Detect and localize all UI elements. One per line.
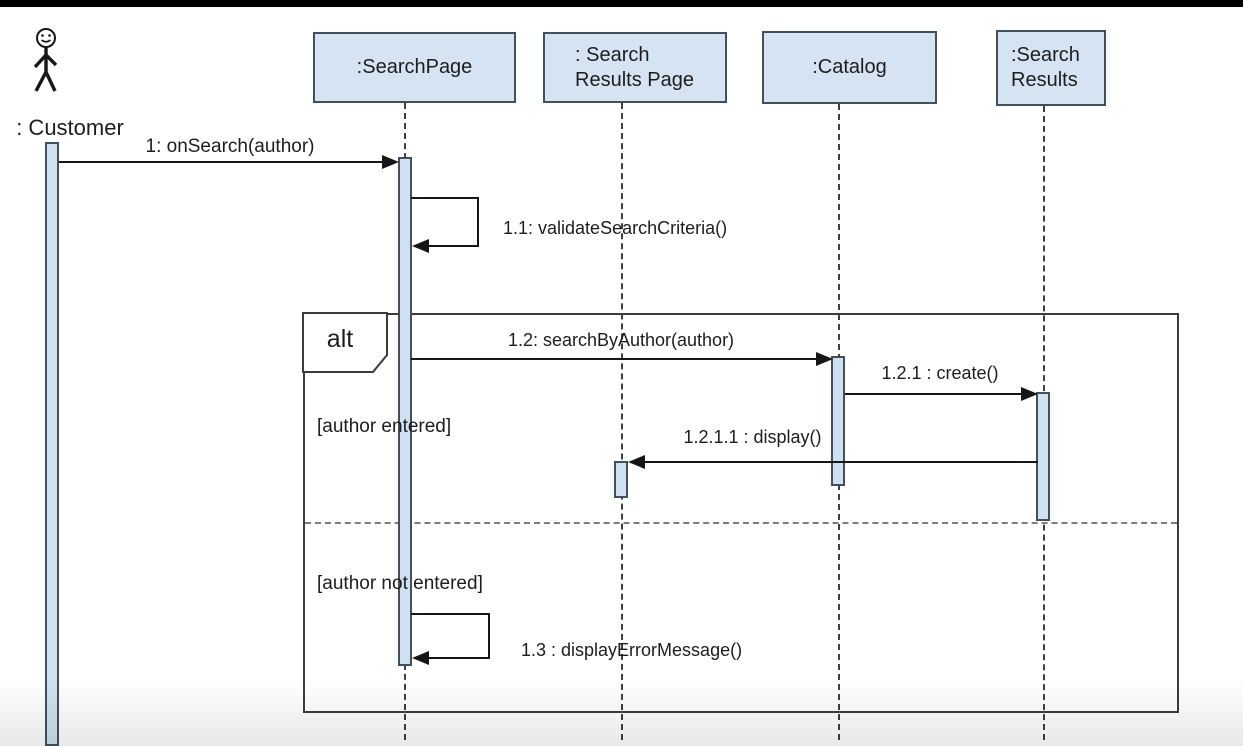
message-1-3-loop-top [411, 613, 490, 615]
activation-search-results-page [614, 461, 628, 498]
message-1-2-1-label: 1.2.1 : create() [881, 363, 999, 383]
message-1-line [59, 161, 384, 163]
alt-operator-pentagon [302, 312, 388, 373]
actor-stick-figure-icon [33, 28, 58, 92]
actor-label: : Customer [16, 115, 124, 140]
lifeline-head-catalog: :Catalog [762, 31, 937, 104]
message-1-2-line [411, 358, 819, 360]
message-1-1-arrowhead-icon [412, 239, 429, 253]
message-1-2-1-1-arrowhead-icon [628, 455, 645, 469]
message-1-2-1-1-line [643, 461, 1038, 463]
message-1-2-1-line [845, 393, 1024, 395]
activation-search-results [1036, 392, 1050, 521]
message-1-label: 1: onSearch(author) [145, 136, 315, 157]
guard-author-entered: [author entered] [317, 416, 452, 437]
message-1-1-loop-top [411, 197, 479, 199]
lifeline-head-search-results-page: : Search Results Page [543, 32, 727, 103]
message-1-3-loop-bottom [426, 657, 490, 659]
message-1-2-arrowhead-icon [816, 352, 833, 366]
message-1-3-arrowhead-icon [412, 651, 429, 665]
activation-catalog [831, 356, 845, 486]
guard-author-not-entered: [author not entered] [317, 573, 483, 594]
message-1-3-loop-side [488, 613, 490, 659]
message-1-2-1-1-label: 1.2.1.1 : display() [683, 427, 822, 447]
message-1-1-label: 1.1: validateSearchCriteria() [503, 218, 728, 238]
activation-searchpage [398, 157, 412, 666]
lifeline-search-results-page [621, 103, 623, 740]
message-1-1-loop-bottom [426, 245, 479, 247]
message-1-arrowhead-icon [382, 155, 399, 169]
activation-customer [45, 142, 59, 746]
message-1-3-label: 1.3 : displayErrorMessage() [521, 640, 743, 660]
message-1-2-label: 1.2: searchByAuthor(author) [507, 330, 735, 350]
message-1-1-loop-side [477, 197, 479, 247]
lifeline-head-searchpage: :SearchPage [313, 32, 516, 103]
alt-divider [305, 522, 1177, 524]
top-black-bar [0, 0, 1243, 7]
alt-operator-label: alt [326, 325, 354, 353]
message-1-2-1-arrowhead-icon [1021, 387, 1038, 401]
lifeline-head-search-results: :Search Results [996, 30, 1106, 106]
alt-fragment-frame [303, 313, 1179, 713]
